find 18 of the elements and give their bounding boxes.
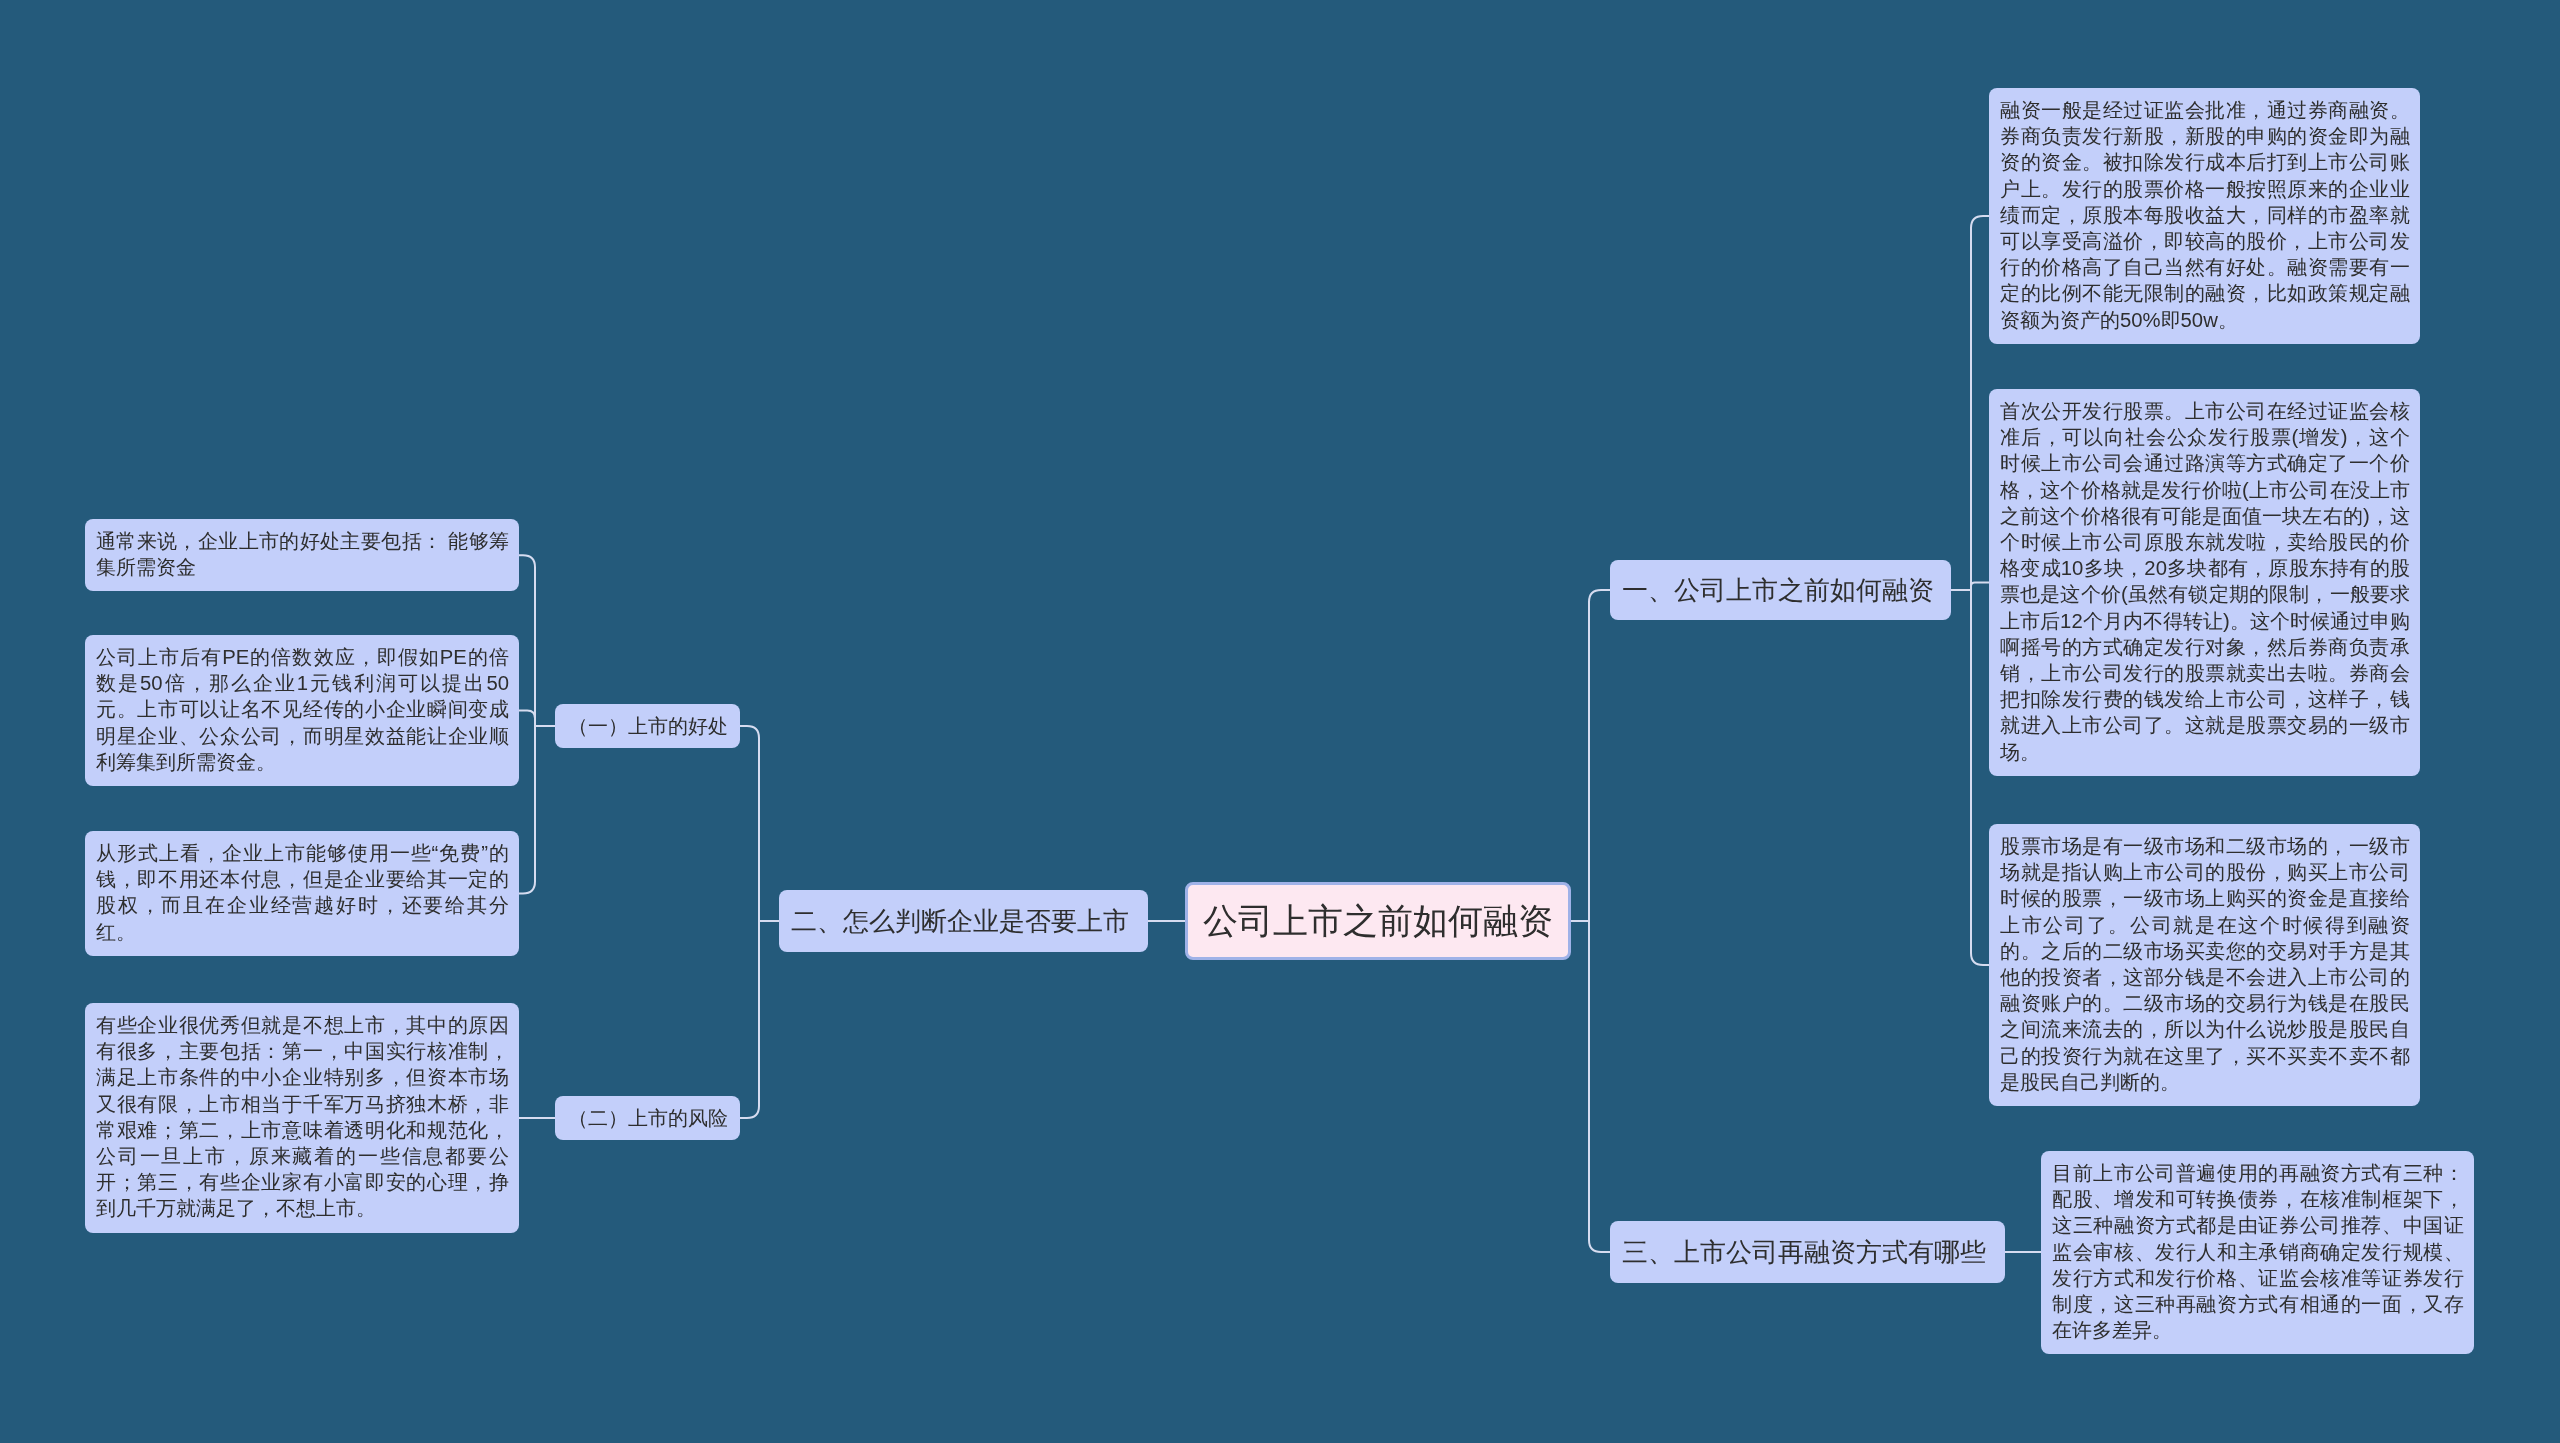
note-box: 首次公开发行股票。上市公司在经过证监会核准后，可以向社会公众发行股票(增发)，这个时候上市公司会通过路演等方式确定了一个价格，这个价格就是发行价啦(上市公司在没上市之前这个价格很有可能是面值一块左右的)，这个时候上市公司原股东就发啦，卖给股民的价格变成10多块，20多块都有，原股东持有的股票也是这个价(虽然有锁定期的限制，一般要求上市后12个月内不得转让)。这个时候通过申购啊摇号的方式确定发行对象，然后券商负责承销，上市公司发行的股票就卖出去啦。券商会把扣除发行费的钱发给上市公司，这样子，钱就进入上市公司了。这就是股票交易的一级市场。 (1989, 389, 2420, 776)
note-box: 有些企业很优秀但就是不想上市，其中的原因有很多，主要包括：第一，中国实行核准制，满足上市条件的中小企业特别多，但资本市场又很有限，上市相当于千军万马挤独木桥，非常艰难；第二，上市意味着透明化和规范化，公司一旦上市，原来藏着的一些信息都要公开；第三，有些企业家有小富即安的心理，挣到几千万就满足了，不想上市。 (85, 1003, 519, 1233)
note-box: 公司上市后有PE的倍数效应，即假如PE的倍数是50倍，那么企业1元钱利润可以提出50元。上市可以让名不见经传的小企业瞬间变成明星企业、公众公司，而明星效益能让企业顺利筹集到所需资金。 (85, 635, 519, 786)
note-box: 股票市场是有一级市场和二级市场的，一级市场就是指认购上市公司的股份，购买上市公司时候的股票，一级市场上购买的资金是直接给上市公司了。公司就是在这个时候得到融资的。之后的二级市场买卖您的交易对手方是其他的投资者，这部分钱是不会进入上市公司的融资账户的。二级市场的交易行为钱是在股民之间流来流去的，所以为什么说炒股是股民自己的投资行为就在这里了，买不买卖不卖不都是股民自己判断的。 (1989, 824, 2420, 1107)
connector-line (2004, 1251, 2042, 1253)
central-topic-box: 公司上市之前如何融资 (1185, 882, 1571, 960)
topic-box: 二、怎么判断企业是否要上市 (779, 890, 1148, 952)
note-box: 从形式上看，企业上市能够使用一些“免费”的钱，即不用还本付息，但是企业要给其一定的股权，而且在企业经营越好时，还要给其分红。 (85, 831, 519, 956)
connector-line (1570, 920, 1611, 1253)
note-box: 通常来说，企业上市的好处主要包括： 能够筹集所需资金 (85, 519, 519, 592)
topic-box: 一、公司上市之前如何融资 (1610, 560, 1951, 620)
note-box: 融资一般是经过证监会批准，通过券商融资。券商负责发行新股，新股的申购的资金即为融资的资金。被扣除发行成本后打到上市公司账户上。发行的股票价格一般按照原来的企业业绩而定，原股本每股收益大，同样的市盈率就可以享受高溢价，即较高的股价，上市公司发行的价格高了自己当然有好处。融资需要有一定的比例不能无限制的融资，比如政策规定融资额为资产的50%即50w。 (1989, 88, 2420, 344)
topic-box: 三、上市公司再融资方式有哪些 (1610, 1221, 2005, 1283)
subtopic-box: （一）上市的好处 (555, 704, 740, 748)
connector-line (1147, 920, 1186, 922)
subtopic-box: （二）上市的风险 (555, 1096, 740, 1140)
note-box: 目前上市公司普遍使用的再融资方式有三种：配股、增发和可转换债券，在核准制框架下，这三种融资方式都是由证券公司推荐、中国证监会审核、发行人和主承销商确定发行规模、发行方式和发行价格、证监会核准等证券发行制度，这三种再融资方式有相通的一面，又存在许多差异。 (2041, 1151, 2474, 1355)
connector-line (518, 1117, 556, 1119)
